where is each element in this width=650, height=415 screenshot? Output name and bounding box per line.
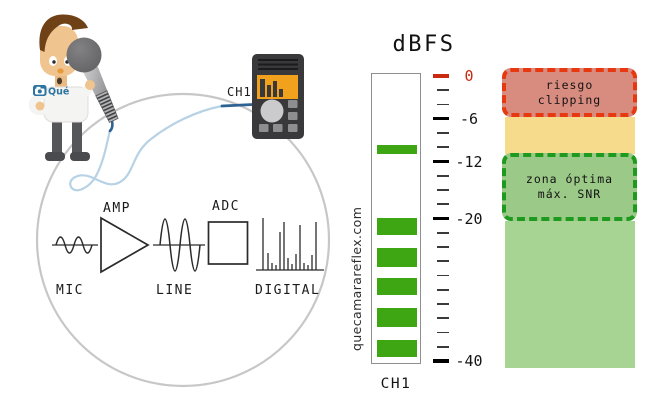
right-hand	[85, 80, 95, 90]
recorder-grille	[258, 59, 298, 70]
meter-tick-major	[433, 159, 449, 164]
adc-box-icon	[207, 221, 249, 265]
mic-cable	[69, 103, 255, 192]
digital-samples-icon	[262, 218, 317, 270]
recorder-dial	[260, 99, 284, 123]
meter-tick-minor	[437, 260, 449, 263]
zone-label-line: clipping	[537, 92, 602, 107]
signal-chain	[52, 216, 324, 274]
meter-tick-label: -40	[455, 352, 483, 370]
meter-tick-zero	[433, 73, 449, 79]
meter-tick-minor	[437, 331, 449, 334]
meter-tick-minor	[437, 189, 449, 191]
recorder-buttons	[259, 100, 298, 132]
meter-tick-minor	[437, 89, 449, 92]
mic-wave-icon	[55, 236, 93, 254]
meter-tick-minor	[437, 203, 449, 206]
meter-channel-label: CH1	[380, 376, 412, 392]
right-shoe	[70, 152, 90, 161]
zone-label-line: riesgo	[545, 77, 594, 92]
meter-tick-minor	[437, 345, 449, 348]
meter-tick-minor	[437, 274, 449, 277]
meter-tick-minor	[437, 317, 449, 320]
stage-label-mic: MIC	[56, 283, 84, 298]
amp-triangle-icon	[100, 216, 150, 274]
meter-box	[371, 73, 421, 364]
right-leg	[72, 120, 82, 156]
hair	[39, 14, 88, 52]
camera-lens-icon	[37, 89, 42, 94]
meter-tick-label: 0	[464, 67, 474, 85]
zone-label-line: zona óptima	[525, 172, 614, 187]
screen-level-bars-icon	[260, 79, 283, 97]
meter-tick-major	[433, 359, 449, 363]
stage-label-adc: ADC	[212, 199, 240, 214]
left-leg	[52, 120, 62, 156]
meter-tick-minor	[437, 246, 449, 248]
camera-viewfinder-icon	[36, 86, 41, 89]
microphone-illustration	[66, 37, 119, 123]
presenter-illustration: Qué	[28, 14, 92, 161]
meter-title: dBFS	[392, 32, 456, 57]
zone-precaucion	[505, 117, 635, 154]
illustration: MIC AMP LINE ADC DIGITAL	[28, 14, 331, 388]
left-pupil	[52, 60, 56, 64]
meter-tick-minor	[437, 288, 449, 291]
left-shoe	[45, 152, 65, 161]
mic-head	[66, 37, 102, 73]
stage-label-line: LINE	[156, 283, 193, 298]
meter-tick-minor	[437, 174, 449, 177]
meter-tick-label: -20	[455, 209, 483, 228]
watermark: quecamarareflex.com	[349, 206, 364, 351]
right-arm	[75, 85, 92, 102]
meter-tick-minor	[437, 103, 449, 106]
recorder-channel-label: CH1	[227, 85, 252, 99]
meter-tick-minor	[437, 146, 449, 149]
stage-label-digital: DIGITAL	[255, 283, 320, 298]
zone-label-line: máx. SNR	[537, 187, 602, 202]
cable-loop	[69, 104, 224, 192]
cable-plug-recorder	[220, 103, 255, 108]
mouth	[56, 77, 63, 85]
nose	[57, 68, 64, 74]
meter-tick-label: -12	[455, 152, 483, 171]
audio-recorder-illustration: CH1	[227, 54, 304, 139]
signal-loop-circle	[35, 92, 331, 388]
meter-tick-label: -6	[459, 109, 479, 128]
mic-handle-ribs	[95, 90, 119, 123]
meter-tick-minor	[437, 303, 449, 305]
meter-tick-major	[433, 117, 449, 121]
logo-text: Qué	[48, 87, 69, 98]
meter-tick-minor	[437, 231, 449, 234]
cable-plug-mic	[108, 119, 114, 133]
zone-zona-segura	[505, 221, 635, 369]
stage-label-amp: AMP	[103, 201, 131, 216]
shirt-logo: Qué	[33, 85, 69, 98]
meter-tick-minor	[437, 132, 449, 134]
left-arm	[28, 90, 52, 116]
line-wave-icon	[159, 218, 201, 272]
meter-tick-major	[433, 216, 449, 221]
left-hand	[35, 101, 45, 111]
